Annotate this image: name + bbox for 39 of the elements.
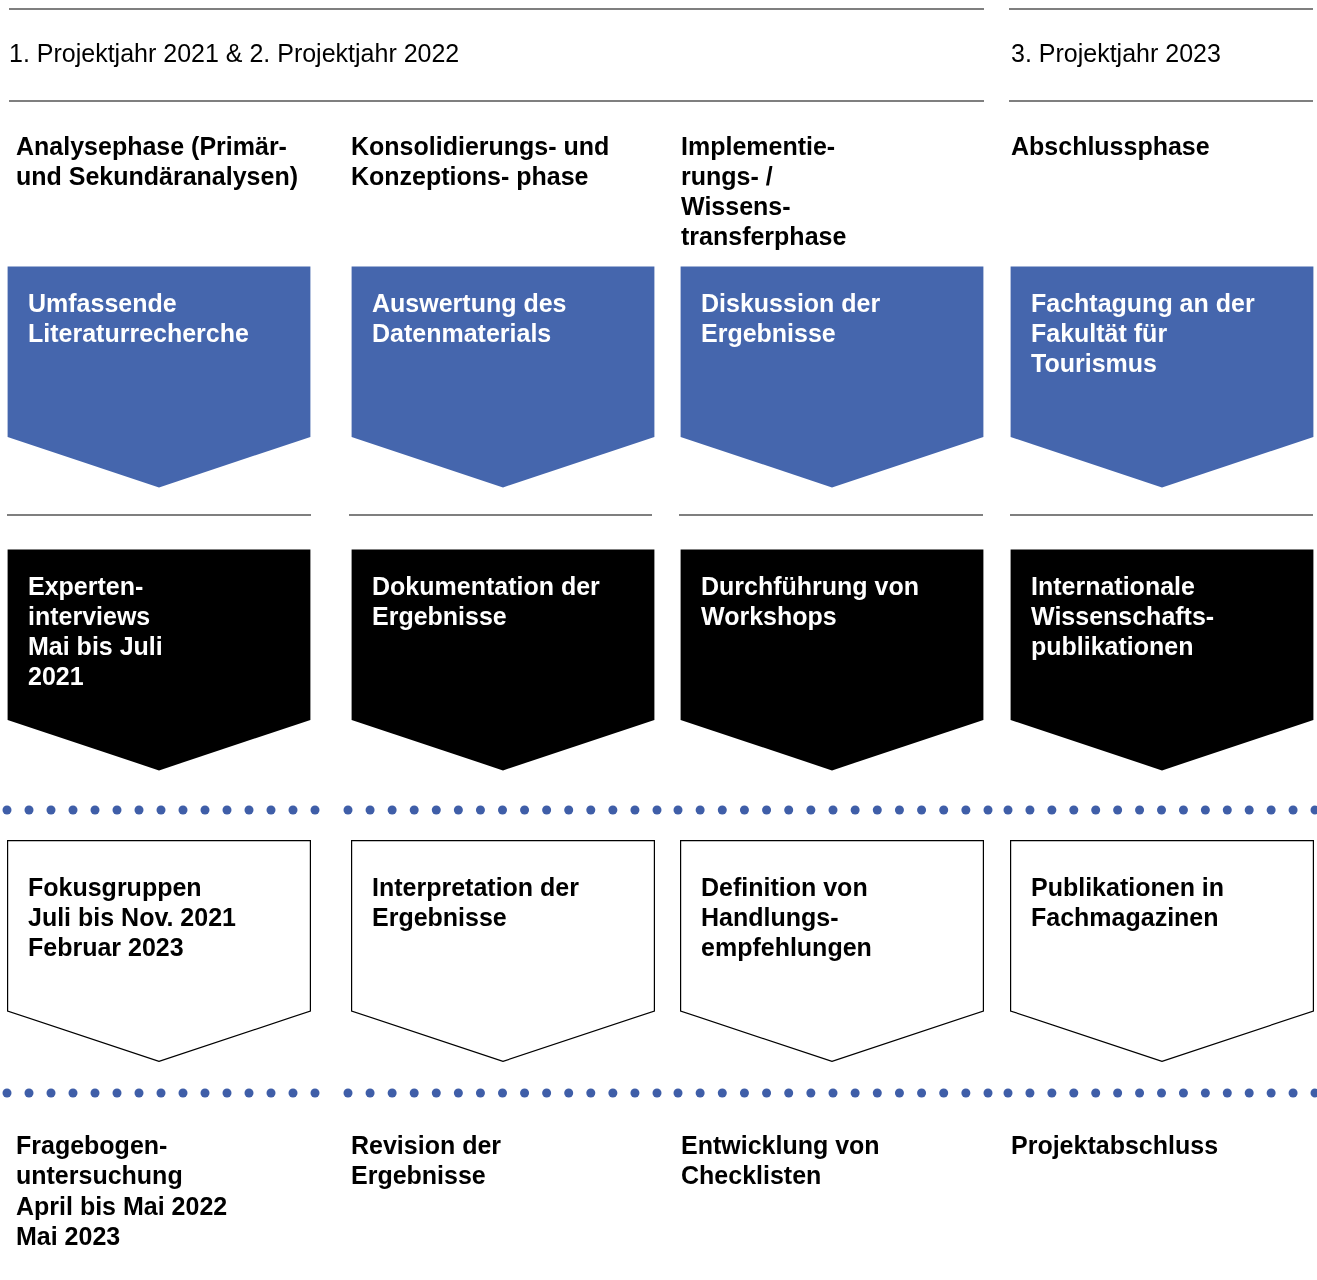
year-header: 1. Projektjahr 2021 & 2. Projektjahr 2022 <box>9 38 461 68</box>
phase-heading: Fragebogen- untersuchung <box>16 1130 184 1190</box>
phase-heading: Konsolidierungs- und Konzeptions- phase <box>351 131 611 191</box>
year-header: 3. Projektjahr 2023 <box>1011 38 1222 68</box>
box-text: Internationale Wissenschafts- publikationen <box>1031 571 1216 661</box>
chevron-box <box>680 549 984 771</box>
chevron-box <box>351 549 655 771</box>
box-text: Definition von Handlungs- empfehlungen <box>701 872 873 962</box>
phase-heading: Analysephase (Primär- und Sekundäranalysen) <box>16 131 300 191</box>
box-text: Februar 2023 <box>28 932 185 962</box>
box-text: Dokumentation der Ergebnisse <box>372 571 601 631</box>
box-text: Juli bis Nov. 2021 <box>28 902 237 932</box>
box-text: Fokusgruppen <box>28 872 203 902</box>
phase-heading: Mai 2023 <box>16 1221 122 1251</box>
chevron-box <box>680 840 984 1062</box>
phase-heading: Projektabschluss <box>1011 1130 1220 1160</box>
chevron-box <box>680 266 984 488</box>
chevron-box <box>1010 840 1314 1062</box>
phase-heading: Implementie- rungs- / Wissens- transferphase <box>681 131 848 251</box>
phase-heading: Abschlussphase <box>1011 131 1211 161</box>
chevron-box <box>7 840 311 1062</box>
chevron-box <box>7 266 311 488</box>
box-text: Interpretation der Ergebnisse <box>372 872 580 932</box>
box-text: Auswertung des Datenmaterials <box>372 288 568 348</box>
chevron-box <box>7 549 311 771</box>
chevron-box <box>1010 549 1314 771</box>
chevron-box <box>1010 266 1314 488</box>
phase-heading: Revision der Ergebnisse <box>351 1130 503 1190</box>
box-text: Publikationen in Fachmagazinen <box>1031 872 1226 932</box>
chevron-box <box>351 266 655 488</box>
box-text: Mai bis Juli 2021 <box>28 631 164 691</box>
box-text: Fachtagung an der Fakultät für Tourismus <box>1031 288 1256 378</box>
box-text: Diskussion der Ergebnisse <box>701 288 882 348</box>
box-text: Experten- interviews <box>28 571 152 631</box>
chevron-box <box>351 840 655 1062</box>
phase-heading: April bis Mai 2022 <box>16 1191 229 1221</box>
box-text: Umfassende Literaturrecherche <box>28 288 250 348</box>
box-text: Durchführung von Workshops <box>701 571 921 631</box>
phase-heading: Entwicklung von Checklisten <box>681 1130 881 1190</box>
